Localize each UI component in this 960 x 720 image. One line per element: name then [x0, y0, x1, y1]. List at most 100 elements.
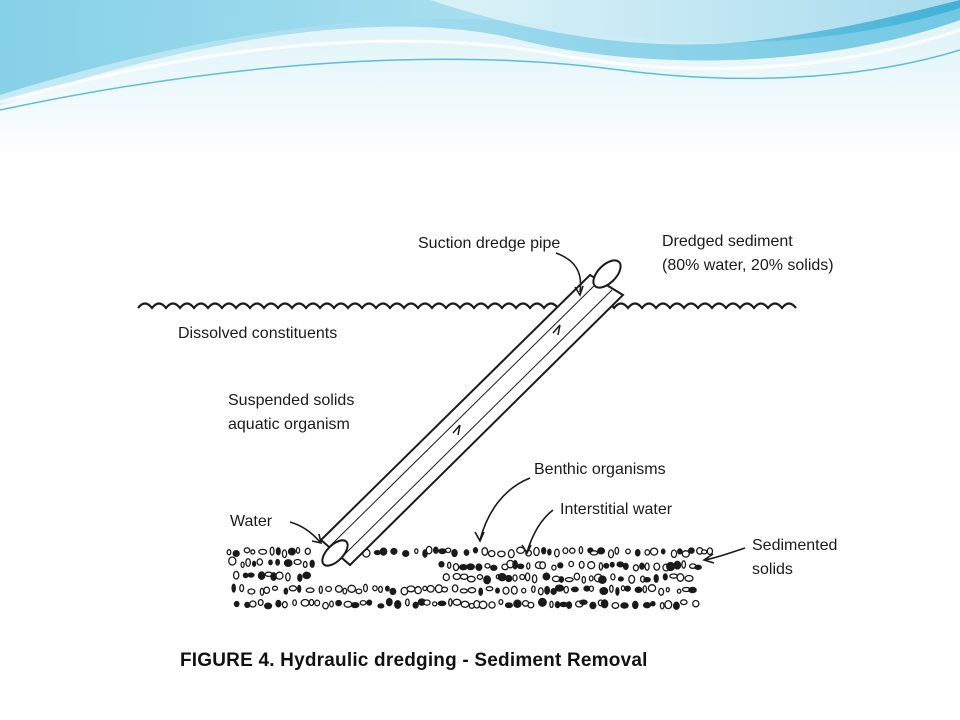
sediment-pebble — [598, 562, 604, 571]
sediment-pebble — [466, 563, 475, 571]
sediment-pebble — [438, 548, 447, 555]
sediment-pebble — [617, 576, 624, 582]
sediment-pebble — [458, 564, 468, 571]
sediment-pebble — [589, 550, 599, 556]
sediment-pebble — [688, 586, 697, 594]
sediment-pebble — [478, 587, 484, 596]
sediment-pebble — [570, 586, 579, 593]
sediment-pebble — [568, 547, 576, 554]
sediment-pebble — [644, 549, 651, 556]
sediment-pebble — [658, 587, 665, 596]
sediment-pebble — [275, 571, 284, 580]
pipe-highlight-line — [329, 280, 600, 547]
sediment-pebble — [615, 587, 620, 596]
sediment-pebble — [460, 600, 470, 608]
sediment-pebble — [377, 585, 384, 594]
sediment-pebble — [452, 563, 460, 572]
sediment-pebble — [459, 573, 469, 580]
sediment-pebble — [283, 587, 289, 595]
sediment-pebble — [251, 560, 257, 567]
sediment-pebble — [292, 599, 298, 607]
sediment-pebble — [466, 575, 476, 583]
sediment-pebble — [549, 600, 554, 609]
flow-arrow-upper — [552, 324, 561, 336]
sediment-pebble — [634, 586, 643, 594]
sediment-pebble — [579, 599, 588, 606]
sediment-pebble — [603, 562, 610, 569]
arrow-water — [289, 521, 321, 543]
sediment-pebble — [377, 603, 385, 609]
sediment-pebble — [513, 599, 522, 609]
arrowhead-suction-pipe — [574, 285, 584, 297]
sediment-pebble — [452, 572, 462, 581]
sediment-pebble — [557, 562, 564, 569]
sediment-pebble — [257, 598, 264, 607]
sediment-pebble — [650, 600, 656, 607]
label-suspended-solids: Suspended solids — [228, 392, 354, 409]
sediment-pebble — [309, 559, 315, 568]
sediment-pebble — [568, 560, 575, 568]
sediment-pebble — [268, 559, 273, 566]
sediment-pebble — [275, 599, 282, 608]
banner-gloss — [430, 0, 960, 45]
sediment-pebble — [437, 600, 447, 607]
sediment-pebble — [679, 599, 688, 606]
sediment-pebble — [622, 562, 629, 571]
sediment-pebble — [256, 558, 264, 566]
sediment-pebble — [459, 588, 468, 594]
sediment-pebble — [414, 586, 422, 595]
sediment-pebble — [634, 548, 641, 557]
sediment-pebble — [609, 561, 615, 568]
pipe-top-opening — [592, 259, 622, 289]
sediment-pebble — [573, 572, 581, 581]
sediment-pebble — [441, 586, 449, 593]
sediment-pebble — [335, 599, 342, 607]
sediment-pebble — [481, 547, 489, 556]
sediment-pebble — [566, 601, 573, 609]
sediment-pebble — [531, 585, 536, 594]
sediment-pebble — [670, 549, 678, 559]
label-interstitial-water: Interstitial water — [560, 501, 673, 518]
arrow-suction-pipe — [555, 252, 582, 293]
banner-highlight — [0, 28, 960, 104]
sediment-pebble — [247, 572, 255, 578]
sediment-pebble — [553, 548, 560, 558]
sediment-pebble — [242, 572, 249, 579]
sediment-pebble — [517, 563, 525, 570]
sediment-pebble — [587, 561, 596, 570]
sediment-pebble — [263, 602, 273, 610]
sediment-pebble — [318, 585, 323, 595]
sediment-pebble — [478, 600, 488, 610]
sediment-pebble — [541, 546, 547, 555]
arrow-interstitial — [526, 509, 554, 553]
sediment-pebble — [599, 586, 609, 596]
sediment-pebble — [598, 575, 607, 584]
sediment-pebble — [385, 597, 393, 607]
sediment-pebble — [642, 602, 652, 609]
sediment-pebble — [498, 598, 504, 606]
sediment-pebble — [504, 602, 513, 609]
sediment-pebble — [226, 549, 232, 556]
sediment-bed — [226, 545, 714, 610]
sediment-pebble — [600, 599, 609, 609]
sediment-pebble — [305, 587, 315, 594]
sediment-pebble — [647, 584, 657, 593]
sediment-pebble — [232, 570, 240, 580]
sediment-pebble — [452, 598, 462, 606]
sediment-pebble — [664, 599, 673, 610]
sediment-pebble — [490, 564, 498, 572]
sediment-pebble — [512, 574, 518, 582]
sediment-pebble — [451, 584, 459, 593]
sediment-pebble — [510, 585, 518, 595]
sediment-pebble — [247, 588, 256, 595]
sediment-pebble — [550, 588, 557, 595]
sediment-pebble — [472, 547, 479, 554]
sediment-pebble — [231, 583, 236, 593]
sediment-pebble — [578, 560, 585, 569]
sediment-pebble — [488, 601, 496, 609]
sediment-pebble — [692, 599, 700, 608]
sediment-pebble — [487, 549, 496, 558]
sediment-pebble — [519, 573, 526, 581]
sediment-pebble — [425, 545, 433, 555]
